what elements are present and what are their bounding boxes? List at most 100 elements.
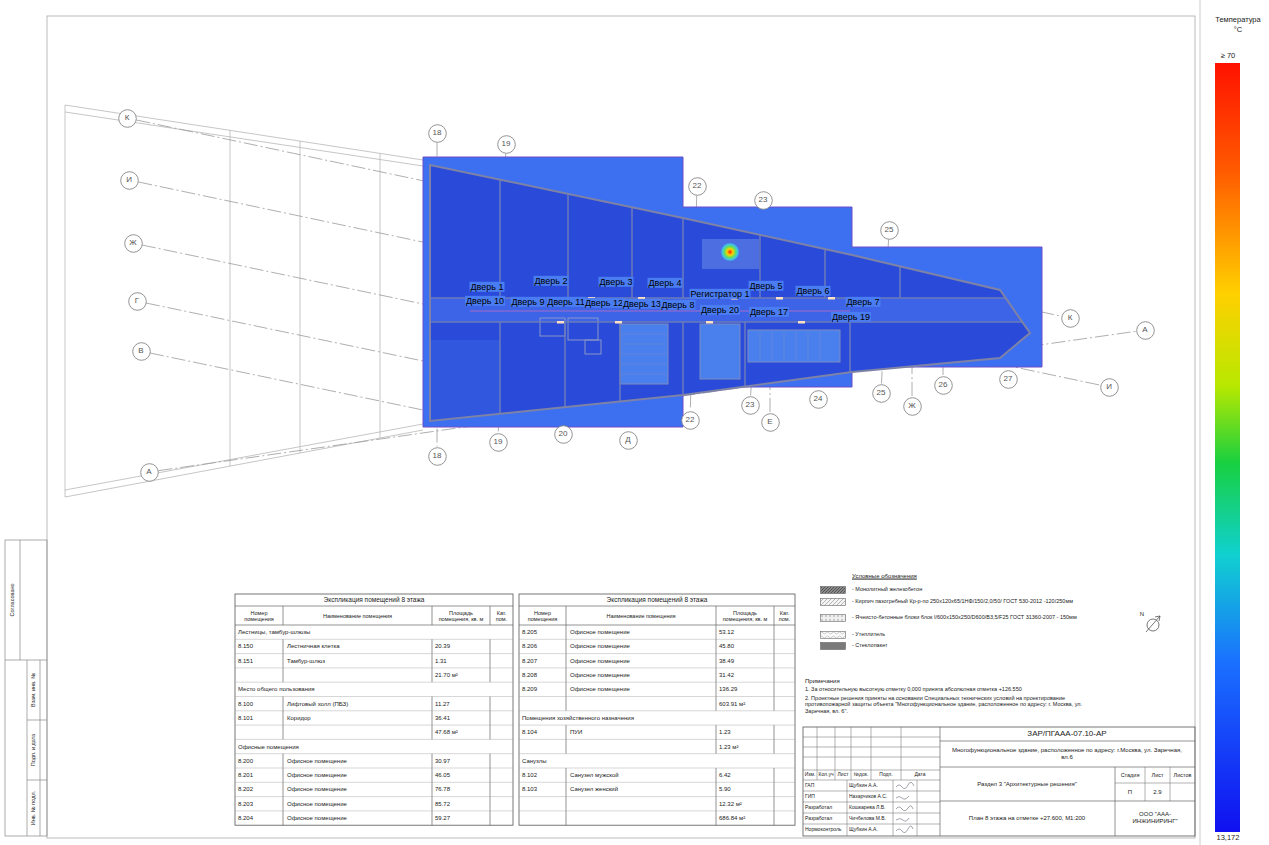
table-section: Помещения хозяйственного назначения	[522, 714, 634, 721]
axis-mark: 27	[1004, 375, 1013, 383]
room-name: Офисное помещение	[287, 757, 347, 764]
axis-bubble: 22	[688, 177, 707, 196]
table-rule	[716, 606, 717, 625]
table-rule	[519, 796, 795, 797]
room-name: Офисное помещение	[570, 686, 630, 693]
room-area: 11.27	[435, 700, 450, 707]
table-rule	[432, 782, 433, 796]
graphic-group	[1146, 616, 1160, 632]
plan-line	[622, 374, 666, 375]
room-number: 8.200	[238, 757, 253, 764]
table-rule	[566, 654, 567, 668]
notes-heading: Примечания	[805, 678, 840, 685]
table-header: Номер помещения	[237, 609, 281, 622]
table-header: Кат. пом.	[492, 609, 511, 622]
table-rule	[893, 780, 894, 836]
table-rule	[716, 811, 717, 825]
table-rule	[803, 780, 940, 781]
table-rule	[716, 639, 717, 653]
room-area: 38.49	[719, 657, 734, 664]
axis-mark: 22	[693, 182, 702, 190]
table-rule	[716, 782, 717, 796]
table-rule	[490, 725, 491, 739]
graphic-group	[622, 334, 666, 374]
table-rule	[490, 711, 491, 725]
room-name: Санузел мужской	[570, 772, 619, 779]
plan-area	[828, 297, 835, 300]
door-label: Дверь 7	[846, 297, 881, 307]
axis-mark: Ж	[129, 239, 136, 247]
axis-bubble: И	[120, 171, 139, 190]
stamp-name: Щубкин А.А.	[849, 783, 878, 789]
axis-bubble: Ж	[903, 397, 922, 416]
room-name: Тамбур-шлюз	[287, 657, 325, 664]
stage-header: Листов	[1174, 772, 1192, 778]
table-rule	[566, 625, 567, 639]
plan-line	[430, 321, 1030, 323]
project-name: Многофункциональное здание, расположенно…	[947, 747, 1187, 761]
plan-line	[622, 354, 666, 355]
plan-line	[27, 720, 47, 721]
door-label: Дверь 10	[465, 296, 505, 306]
legend-text: - Монолитный железобетон	[852, 586, 1082, 592]
plan-area	[5, 540, 47, 836]
plan-line	[380, 153, 381, 438]
plan-line	[622, 344, 666, 345]
table-rule	[519, 725, 795, 726]
plan-area	[776, 297, 783, 300]
axis-mark: И	[1106, 383, 1112, 391]
axis-mark: 18	[433, 129, 442, 137]
axis-mark: Ж	[908, 402, 915, 410]
axis-circle	[128, 292, 146, 310]
axis-mark: К	[1068, 314, 1073, 322]
room-area: 5.90	[719, 786, 731, 793]
scale-max: ≥ 70	[1221, 52, 1236, 61]
axis-mark: Г	[135, 297, 139, 305]
table-total: 12.32 м²	[719, 800, 742, 807]
plan-line	[430, 165, 1030, 421]
legend-text: - Утеплитель	[852, 631, 1082, 637]
table-rule	[851, 727, 852, 780]
room-area: 30.97	[435, 757, 450, 764]
door-label: Регистратор 1	[690, 289, 751, 299]
axis-circle	[999, 370, 1017, 388]
axis-circle	[809, 390, 827, 408]
table-rule	[1145, 767, 1146, 801]
plan-line	[784, 332, 785, 360]
table-rule	[1115, 767, 1116, 836]
table-rule	[803, 770, 940, 771]
legend-swatch	[820, 598, 846, 606]
plan-area	[748, 330, 840, 362]
table-rule	[432, 668, 433, 682]
table-rule	[901, 727, 902, 780]
table-rule	[283, 811, 284, 825]
axis-mark: 20	[559, 430, 568, 438]
axis-circle	[1061, 309, 1079, 327]
graphic-group	[489, 297, 835, 324]
door-label: Дверь 2	[534, 276, 569, 286]
table-rule	[235, 639, 513, 640]
table-rule	[566, 782, 567, 796]
table-rule	[803, 802, 940, 803]
axis-circle	[120, 171, 138, 189]
room-number: 8.102	[522, 772, 537, 779]
table-rule	[283, 768, 284, 782]
table-rule	[519, 639, 795, 640]
sheet-number: 2.9	[1153, 789, 1161, 796]
table-total: 21.70 м²	[435, 672, 458, 679]
table-rule	[803, 737, 940, 738]
table-rule	[519, 682, 795, 683]
plan-line	[470, 311, 850, 312]
room-name: Санузел женский	[570, 786, 618, 793]
table-rule	[774, 682, 775, 696]
table-rule	[283, 725, 284, 739]
plan-line	[760, 332, 761, 360]
axis-mark: 24	[814, 395, 823, 403]
graphic-group	[760, 332, 820, 360]
table-rule	[235, 768, 513, 769]
table-rule	[566, 725, 567, 739]
room-area: 85.72	[435, 800, 450, 807]
plan-line	[499, 175, 501, 298]
graphic-group	[896, 782, 914, 832]
room-number: 8.204	[238, 815, 253, 822]
